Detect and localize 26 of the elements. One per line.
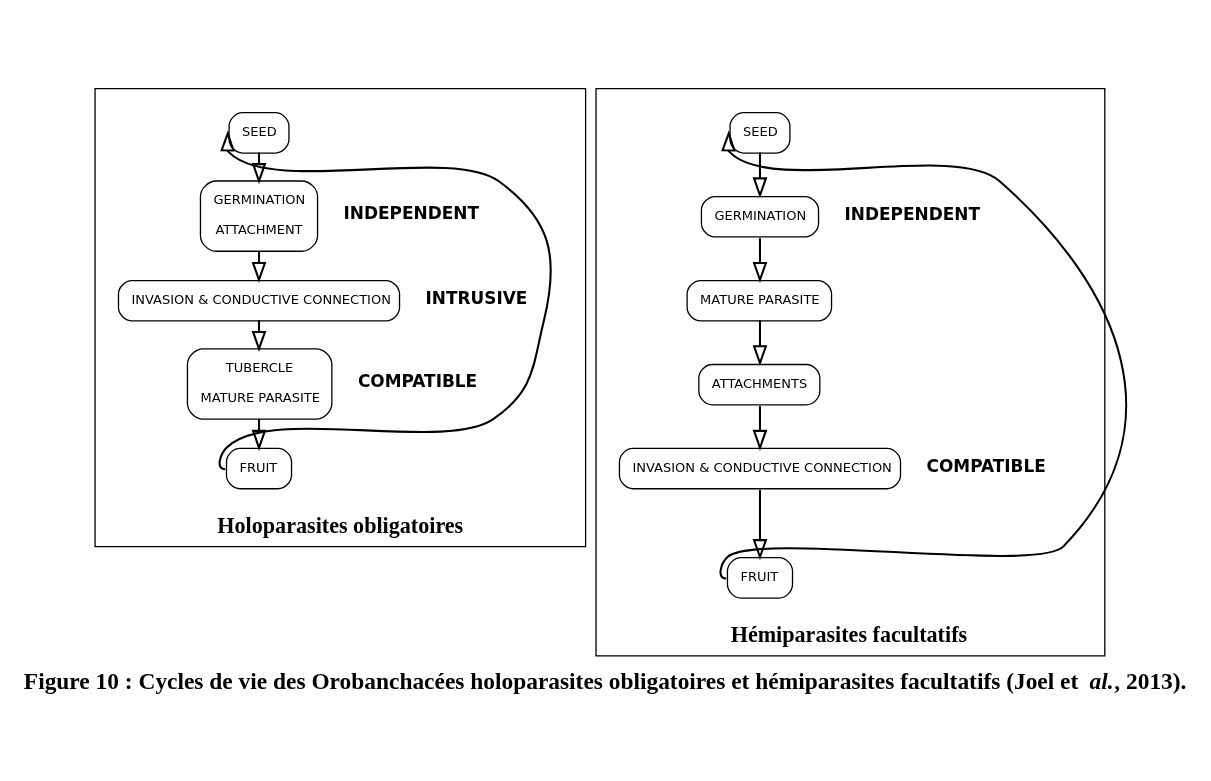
arrow bbox=[251, 251, 267, 284]
node-label: INDEPENDENT bbox=[343, 203, 479, 224]
node-label: COMPATIBLE bbox=[357, 371, 478, 392]
arrow bbox=[752, 490, 768, 561]
node-box: INVASION & CONDUCTIVE CONNECTION bbox=[117, 279, 401, 322]
node-box: FRUIT bbox=[726, 557, 794, 599]
arrow bbox=[752, 152, 768, 199]
arrow bbox=[251, 152, 267, 185]
node-box: MATURE PARASITE bbox=[686, 279, 833, 322]
arrow bbox=[752, 406, 768, 451]
node-box: FRUIT bbox=[225, 447, 293, 490]
node-box: SEED bbox=[729, 112, 791, 154]
arrow bbox=[251, 419, 267, 451]
node-box: GERMINATION bbox=[700, 195, 820, 238]
arrow bbox=[752, 238, 768, 284]
node-label: INTRUSIVE bbox=[425, 287, 528, 308]
node-box: GERMINATION ATTACHMENT bbox=[199, 180, 319, 252]
node-box: INVASION & CONDUCTIVE CONNECTION bbox=[618, 447, 902, 490]
node-label: INDEPENDENT bbox=[844, 203, 980, 224]
node-box: TUBERCLE MATURE PARASITE bbox=[186, 348, 333, 420]
caption: Figure 10 : Cycles de vie des Orobanchacées holoparasites obligatoires et hémiparasites facultatifs (Joel et al., 2013). bbox=[23, 668, 1187, 694]
node-label: COMPATIBLE bbox=[926, 455, 1046, 476]
arrow bbox=[752, 320, 768, 367]
arrow bbox=[251, 320, 267, 352]
node-box: ATTACHMENTS bbox=[698, 363, 821, 406]
node-box: SEED bbox=[228, 112, 290, 154]
